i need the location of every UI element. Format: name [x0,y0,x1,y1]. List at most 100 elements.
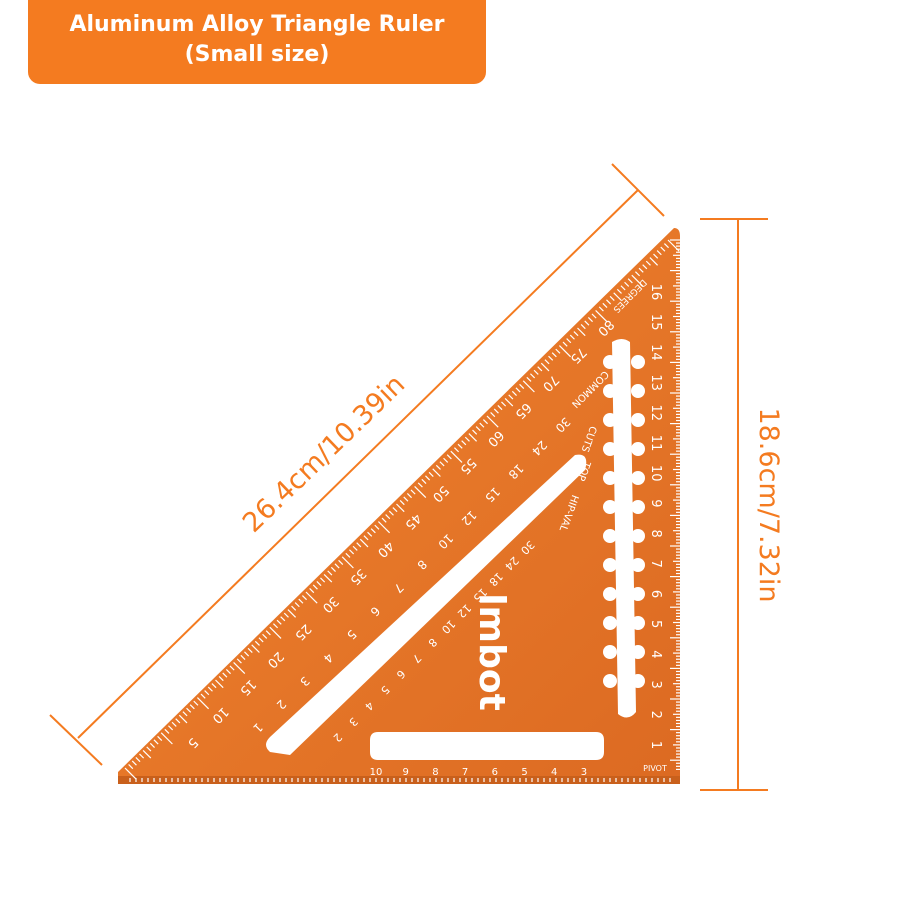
pivot-label: PIVOT [643,764,667,773]
tick-mark [602,302,608,308]
tick-mark [349,549,355,555]
tick-mark [229,665,235,671]
bottom-scale-number: 4 [551,767,557,778]
tick-mark [269,626,282,639]
right-scale-number: 4 [648,650,663,658]
tick-mark [160,732,173,745]
tick-mark [323,573,333,583]
tick-mark [327,570,333,576]
slot-notch [603,384,617,398]
tick-mark [584,320,590,326]
tick-mark [196,697,210,710]
right-scale-number: 3 [648,680,663,688]
slot-notch [631,587,645,601]
tick-mark [240,654,246,660]
right-scale-number: 11 [648,435,663,452]
slot-notch [603,355,617,369]
brand-logo: lmbot [471,593,512,711]
tick-mark [464,436,470,442]
tick-mark [497,405,503,411]
tick-mark [352,545,358,551]
tick-mark [562,341,568,347]
tick-mark [272,623,279,629]
tick-mark [377,521,391,534]
tick-mark [501,401,507,407]
tick-mark [388,510,394,516]
triangle-ruler-body [118,228,680,782]
tick-mark [435,464,441,470]
tick-mark [569,334,575,340]
slot-notch [603,674,617,688]
tick-mark [526,376,532,382]
tick-mark [399,500,405,506]
tick-mark [515,387,521,393]
right-scale-number: 16 [648,284,663,301]
tick-mark [207,686,213,692]
tick-mark [450,450,463,463]
tick-mark [294,602,300,608]
tick-mark [338,559,344,565]
tick-mark [479,422,485,428]
bottom-scale-number: 7 [462,767,468,778]
tick-mark [660,246,666,252]
slot-notch [631,645,645,659]
tick-mark [178,714,188,724]
tick-mark [631,274,644,287]
right-scale-number: 13 [648,374,663,391]
tick-mark [620,285,626,291]
tick-mark [139,753,145,759]
tick-mark [482,419,489,425]
tick-mark [298,598,304,604]
title: Aluminum Alloy Triangle Ruler [69,12,445,37]
tick-mark [653,253,659,259]
right-scale-number: 8 [648,529,663,537]
slot-notch [631,442,645,456]
tick-mark [634,271,641,277]
bottom-scale-number: 5 [521,767,527,778]
tick-mark [276,619,282,625]
tick-mark [468,433,478,442]
slot-notch [631,500,645,514]
slot-notch [603,442,617,456]
tick-mark [533,369,539,375]
tick-mark [490,412,496,418]
tick-mark [472,429,478,435]
tick-mark [392,507,398,513]
right-scale-number: 10 [648,465,663,482]
bottom-scale-number: 6 [492,767,498,778]
tick-mark [638,267,644,273]
tick-mark [417,482,423,488]
tick-mark [131,760,137,766]
tick-mark [146,746,152,752]
tick-mark [334,563,340,569]
slot-notch [631,384,645,398]
tick-mark [330,566,336,572]
tick-mark [215,679,224,689]
slot-notch [631,616,645,630]
right-scale-number: 5 [648,620,663,628]
tick-mark [157,735,163,741]
tick-mark [403,496,409,502]
slot-notch [603,529,617,543]
tick-mark [124,767,137,780]
tick-mark [511,390,517,396]
tick-mark [222,672,228,678]
tick-mark [309,588,315,594]
tick-mark [356,542,362,548]
tick-mark [627,278,633,284]
slot-notch [603,616,617,630]
tick-mark [421,478,427,484]
tick-mark [656,250,662,256]
tick-mark [287,609,297,618]
slot-notch [631,471,645,485]
tick-mark [316,581,322,587]
right-scale-number: 2 [648,711,663,719]
tick-mark [425,475,431,481]
vertical-slot-notches [603,355,645,688]
tick-mark [345,552,351,558]
tick-mark [301,595,308,601]
tick-mark [486,415,499,428]
tick-mark [667,239,680,252]
tick-mark [439,461,445,467]
